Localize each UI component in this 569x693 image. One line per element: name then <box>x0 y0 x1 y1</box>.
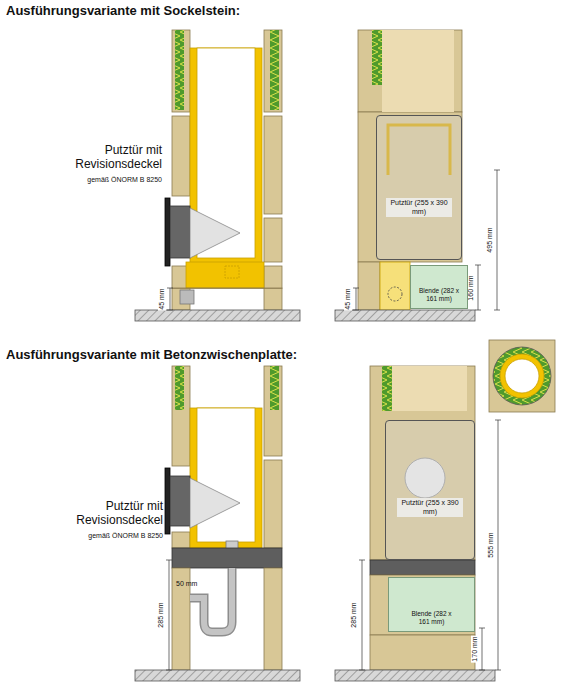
cover-panel: Blende (282 x 161 mm) <box>410 265 468 309</box>
panel-label: Blende (282 x 161 mm) <box>407 609 457 627</box>
text-stack: Putztür (255 x 390 mm) <box>397 498 463 517</box>
cleanout-door: Putztür (255 x 390 mm) <box>376 115 462 260</box>
cover-panel: Blende (282 x 161 mm) <box>388 577 475 632</box>
text-stack: Putztür (255 x 390 mm) <box>386 198 452 217</box>
dimension: 45 mm <box>344 287 352 310</box>
dimension: 495 mm <box>486 226 494 253</box>
cleanout-door: Putztür (255 x 390 mm) <box>385 420 475 560</box>
standard-note: gemäß ÖNORM B 8250 <box>88 532 163 540</box>
dimension: 170 mm <box>471 635 479 662</box>
dimension: 45 mm <box>158 287 166 310</box>
dimension: 160 mm <box>467 274 475 301</box>
callout-text: Putztür mit Revisionsdeckel <box>63 500 163 528</box>
panel-label: Blende (282 x 161 mm) <box>414 286 464 304</box>
standard-note: gemäß ÖNORM B 8250 <box>87 176 162 184</box>
dimension: 285 mm <box>350 601 358 628</box>
section-heading: Ausführungsvariante mit Betonzwischenpla… <box>6 348 297 363</box>
callout-text: Putztür mit Revisionsdeckel <box>62 144 162 172</box>
dimension: 50 mm <box>176 580 197 588</box>
door-label: Putztür (255 x 390 mm) <box>386 198 452 217</box>
dimension: 285 mm <box>157 601 165 628</box>
text-stack: Blende (282 x 161 mm) <box>407 609 457 627</box>
door-label: Putztür (255 x 390 mm) <box>397 498 463 517</box>
section-heading: Ausführungsvariante mit Sockelstein: <box>6 4 240 19</box>
text-stack: Blende (282 x 161 mm) <box>414 286 464 304</box>
dimension: 555 mm <box>487 531 495 558</box>
